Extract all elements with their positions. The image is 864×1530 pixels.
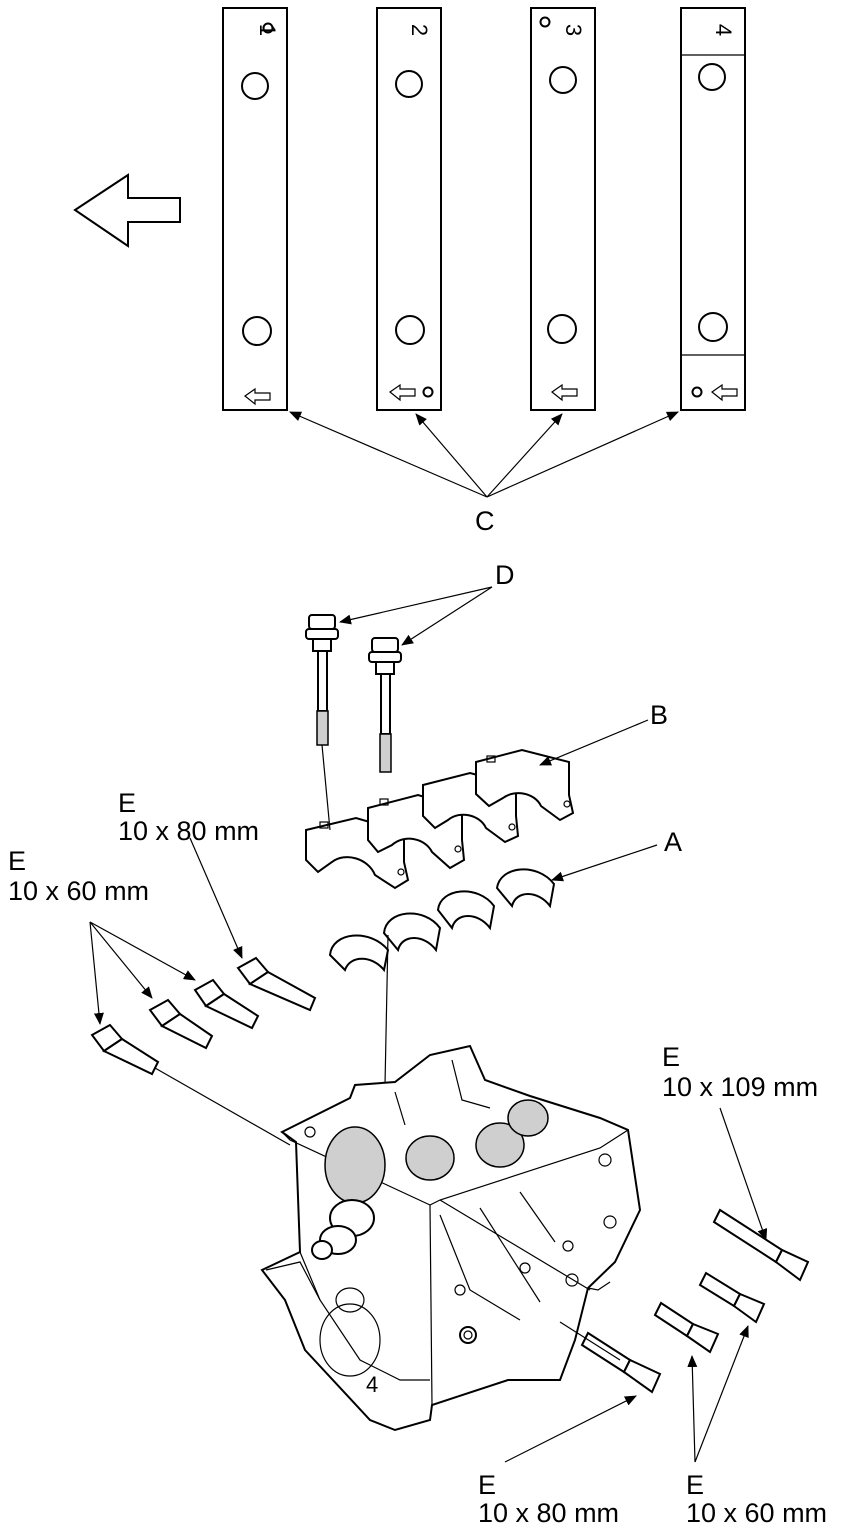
callout-e-bottom-80-label: E	[478, 1470, 496, 1500]
block-bolt-e-bottom-60-a	[698, 1271, 766, 1324]
bearing-cap-number: 2	[407, 24, 432, 36]
block-bolt-e-left-60-c	[90, 1023, 160, 1076]
callout-e-left-80-size: 10 x 80 mm	[118, 816, 259, 846]
svg-text:4: 4	[366, 1372, 378, 1397]
cap-arrow-icon	[388, 383, 416, 402]
callout-c-leaders	[289, 411, 679, 498]
block-bolt-e-left-60-b	[148, 998, 214, 1050]
bearing-cap-4: 4	[680, 7, 746, 411]
block-bolt-e-left-60-a	[193, 978, 260, 1030]
block-bolt-e-right-109	[712, 1208, 810, 1282]
bearing-cap-number: 4	[711, 24, 736, 36]
callout-b-label: B	[650, 700, 668, 730]
block-bolt-e-bottom-60-b	[653, 1301, 720, 1354]
bearing-cap-2: 2	[376, 7, 442, 411]
callout-e-left-60-label: E	[8, 846, 26, 876]
engine-block: 4	[260, 1044, 642, 1432]
bearing-cap-3: 3	[530, 7, 596, 411]
front-direction-arrow-icon	[73, 173, 181, 248]
callout-a-label: A	[664, 827, 682, 857]
callout-c-label: C	[475, 506, 495, 536]
block-bolt-e-bottom-80	[580, 1331, 662, 1394]
bearing-cap-number: 1	[255, 24, 280, 36]
cap-arrow-icon	[550, 383, 578, 402]
cap-arrow-icon	[243, 387, 271, 406]
cap-arrow-icon	[710, 383, 738, 402]
cap-bolt-d-right	[368, 637, 402, 773]
callout-e-bottom-60-size: 10 x 60 mm	[686, 1498, 827, 1528]
block-bolt-e-left-80	[236, 956, 317, 1012]
bearing-cap-number: 3	[561, 24, 586, 36]
cap-bolt-d-left	[305, 614, 339, 746]
bearing-cap-1: 1	[222, 7, 288, 411]
lower-bearing-caps	[305, 748, 575, 890]
callout-e-left-60-size: 10 x 60 mm	[8, 876, 149, 906]
callout-e-bottom-80-size: 10 x 80 mm	[478, 1498, 619, 1528]
callout-d-label: D	[495, 560, 515, 590]
callout-e-bottom-60-label: E	[686, 1470, 704, 1500]
callout-e-left-80-label: E	[118, 788, 136, 818]
callout-e-right-109-label: E	[662, 1042, 680, 1072]
bearing-shells	[328, 868, 556, 973]
callout-e-right-109-size: 10 x 109 mm	[662, 1072, 818, 1102]
